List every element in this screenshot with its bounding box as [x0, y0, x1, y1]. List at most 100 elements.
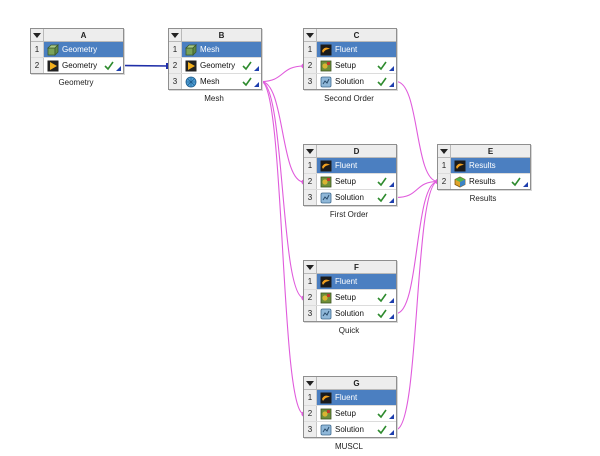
system-letter: A: [80, 30, 87, 40]
cell-g2-setup[interactable]: 2 Setup: [304, 406, 396, 422]
row-number: 2: [31, 58, 44, 73]
cell-c1-fluent[interactable]: 1 Fluent: [304, 42, 396, 58]
system-c-caption[interactable]: Second Order: [324, 94, 374, 103]
cell-e1-results[interactable]: 1 Results: [438, 158, 530, 174]
cell-corner-indicator-icon: [389, 414, 394, 419]
cell-corner-indicator-icon: [389, 66, 394, 71]
row-number: 2: [304, 58, 317, 73]
up-to-date-check-icon: [510, 176, 522, 188]
cell-label: Geometry: [62, 45, 98, 54]
up-to-date-check-icon: [376, 292, 388, 304]
row-number: 1: [304, 274, 317, 289]
row-number: 3: [304, 422, 317, 437]
cell-b1-mesh[interactable]: 1 Mesh: [169, 42, 261, 58]
system-e-caption[interactable]: Results: [469, 194, 497, 203]
up-to-date-check-icon: [376, 408, 388, 420]
system-f-fluent[interactable]: F 1 Fluent 2 Setup 3 Solution: [303, 260, 397, 322]
mesh-cell-icon: [185, 76, 197, 88]
cell-label: Setup: [335, 61, 356, 70]
solution-icon: [320, 308, 332, 320]
link-B3-to-C2: [260, 65, 305, 83]
row-number: 1: [304, 158, 317, 173]
row-number: 3: [304, 190, 317, 205]
cell-g3-solution[interactable]: 3 Solution: [304, 422, 396, 437]
results-cell-icon: [454, 176, 466, 188]
row-number: 2: [304, 174, 317, 189]
system-menu-arrow-icon[interactable]: [169, 29, 182, 41]
row-number: 1: [304, 42, 317, 57]
system-a-caption[interactable]: Geometry: [58, 78, 94, 87]
system-header: G: [304, 377, 396, 390]
cell-label: Solution: [335, 193, 364, 202]
cell-label: Results: [469, 161, 496, 170]
system-g-fluent[interactable]: G 1 Fluent 2 Setup 3 Solution: [303, 376, 397, 438]
cell-a2-geometry[interactable]: 2 Geometry: [31, 58, 123, 73]
cell-corner-indicator-icon: [389, 182, 394, 187]
cell-f2-setup[interactable]: 2 Setup: [304, 290, 396, 306]
row-number: 2: [438, 174, 451, 189]
setup-icon: [320, 408, 332, 420]
link-D3-to-E2: [395, 180, 439, 199]
system-header: C: [304, 29, 396, 42]
cell-label: Setup: [335, 177, 356, 186]
system-c-fluent[interactable]: C 1 Fluent 2 Setup 3 Solution: [303, 28, 397, 90]
system-menu-arrow-icon[interactable]: [304, 261, 317, 273]
cell-c3-solution[interactable]: 3 Solution: [304, 74, 396, 89]
cell-d1-fluent[interactable]: 1 Fluent: [304, 158, 396, 174]
system-menu-arrow-icon[interactable]: [31, 29, 44, 41]
cell-f1-fluent[interactable]: 1 Fluent: [304, 274, 396, 290]
system-menu-arrow-icon[interactable]: [304, 29, 317, 41]
system-menu-arrow-icon[interactable]: [438, 145, 451, 157]
link-B3-to-F2: [260, 80, 305, 299]
system-header: F: [304, 261, 396, 274]
row-number: 3: [304, 74, 317, 89]
cell-g1-fluent[interactable]: 1 Fluent: [304, 390, 396, 406]
system-a-geometry[interactable]: A 1 Geometry 2 Geometry: [30, 28, 124, 74]
link-G3-to-E2: [395, 180, 439, 431]
system-menu-arrow-icon[interactable]: [304, 145, 317, 157]
cell-a1-geometry[interactable]: 1 Geometry: [31, 42, 123, 58]
cell-label: Results: [469, 177, 496, 186]
cell-d3-solution[interactable]: 3 Solution: [304, 190, 396, 205]
cell-corner-indicator-icon: [254, 82, 259, 87]
system-f-caption[interactable]: Quick: [338, 326, 360, 335]
cell-b3-mesh[interactable]: 3 Mesh: [169, 74, 261, 89]
system-g-caption[interactable]: MUSCL: [334, 442, 363, 451]
cell-label: Fluent: [335, 45, 358, 54]
system-b-caption[interactable]: Mesh: [204, 94, 224, 103]
cell-f3-solution[interactable]: 3 Solution: [304, 306, 396, 321]
system-header: A: [31, 29, 123, 42]
geometry-cell-icon: [47, 60, 59, 72]
cell-e2-results[interactable]: 2 Results: [438, 174, 530, 189]
system-d-fluent[interactable]: D 1 Fluent 2 Setup 3 Solution: [303, 144, 397, 206]
cell-d2-setup[interactable]: 2 Setup: [304, 174, 396, 190]
cell-c2-setup[interactable]: 2 Setup: [304, 58, 396, 74]
solution-icon: [320, 192, 332, 204]
system-letter: F: [354, 262, 359, 272]
up-to-date-check-icon: [376, 192, 388, 204]
system-header: E: [438, 145, 530, 158]
fluent-icon: [320, 44, 332, 56]
results-system-icon: [454, 160, 466, 172]
setup-icon: [320, 176, 332, 188]
system-e-results[interactable]: E 1 Results 2 Results: [437, 144, 531, 190]
up-to-date-check-icon: [376, 424, 388, 436]
fluent-icon: [320, 160, 332, 172]
up-to-date-check-icon: [241, 76, 253, 88]
geometry-system-icon: [47, 43, 59, 56]
setup-icon: [320, 60, 332, 72]
mesh-system-icon: [185, 43, 197, 56]
system-menu-arrow-icon[interactable]: [304, 377, 317, 389]
cell-b2-geometry[interactable]: 2 Geometry: [169, 58, 261, 74]
system-header: B: [169, 29, 261, 42]
system-b-mesh[interactable]: B 1 Mesh 2 Geometry 3 Mesh: [168, 28, 262, 90]
system-d-caption[interactable]: First Order: [329, 210, 369, 219]
up-to-date-check-icon: [103, 60, 115, 72]
cell-label: Solution: [335, 425, 364, 434]
solution-icon: [320, 76, 332, 88]
cell-corner-indicator-icon: [254, 66, 259, 71]
link-F3-to-E2: [395, 180, 439, 315]
cell-label: Geometry: [200, 61, 236, 70]
row-number: 2: [169, 58, 182, 73]
